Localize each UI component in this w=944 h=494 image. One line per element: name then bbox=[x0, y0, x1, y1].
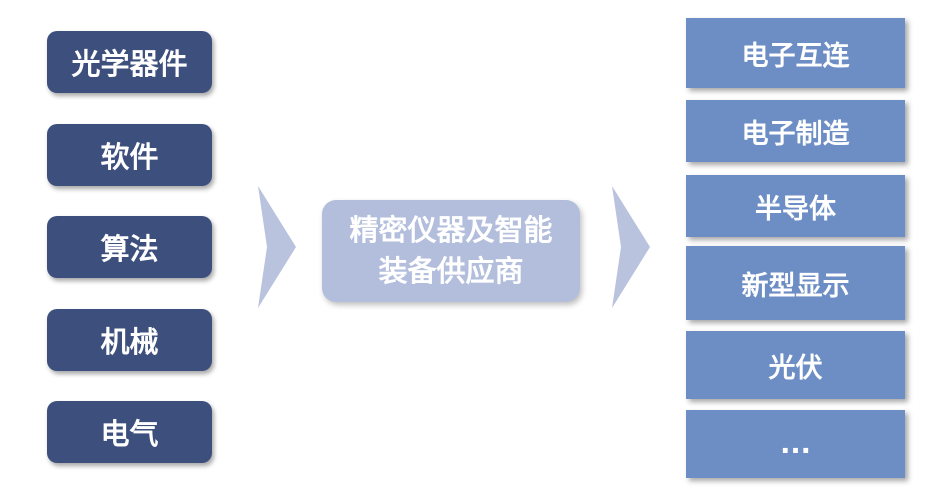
flow-arrow-right-icon bbox=[612, 186, 650, 308]
output-box-new-display: 新型显示 bbox=[686, 246, 905, 320]
center-box-supplier: 精密仪器及智能装备供应商 bbox=[322, 200, 580, 302]
input-label: 光学器件 bbox=[71, 47, 188, 81]
input-box-mechanical: 机械 bbox=[47, 309, 212, 371]
output-box-electronic-interconnect: 电子互连 bbox=[686, 18, 905, 88]
output-label: 新型显示 bbox=[741, 270, 850, 302]
input-label: 电气 bbox=[100, 417, 159, 451]
flow-arrow-right-icon bbox=[258, 186, 296, 308]
output-label: 光伏 bbox=[768, 352, 823, 384]
output-box-semiconductor: 半导体 bbox=[686, 175, 905, 237]
input-label: 算法 bbox=[100, 232, 159, 266]
output-box-photovoltaic: 光伏 bbox=[686, 331, 905, 399]
input-label: 软件 bbox=[100, 140, 159, 174]
output-label: 半导体 bbox=[755, 193, 836, 225]
output-box-electronic-manufacturing: 电子制造 bbox=[686, 100, 905, 162]
center-label: 精密仪器及智能装备供应商 bbox=[349, 213, 553, 288]
output-label: 电子互连 bbox=[741, 40, 850, 72]
input-box-software: 软件 bbox=[47, 124, 212, 186]
input-box-electrical: 电气 bbox=[47, 401, 212, 463]
input-label: 机械 bbox=[100, 325, 159, 359]
output-label: 电子制造 bbox=[741, 118, 850, 150]
output-label: ... bbox=[780, 428, 811, 460]
output-box-more: ... bbox=[686, 410, 905, 478]
input-box-optical-components: 光学器件 bbox=[47, 31, 212, 93]
input-box-algorithm: 算法 bbox=[47, 216, 212, 278]
